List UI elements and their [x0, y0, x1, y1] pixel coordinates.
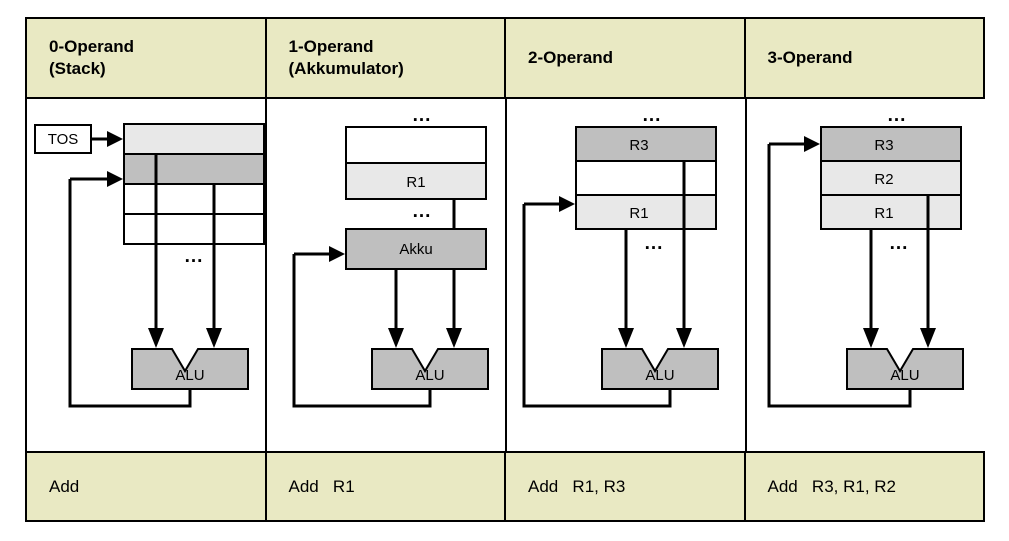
register-label-r1: R1 [629, 205, 648, 222]
register-label-r2: R2 [874, 171, 893, 188]
register-cell-r3 [575, 126, 717, 163]
register-ellipsis-bottom: ... [645, 233, 664, 254]
alu-feedback-path [68, 179, 192, 408]
alu-feedback-path [292, 254, 432, 408]
r1-to-alu-arrowhead [863, 328, 879, 349]
alu-label: ALU [175, 367, 204, 384]
register-ellipsis-bottom: ... [413, 201, 432, 222]
stack-cell-2 [123, 183, 265, 216]
operand-format-table: 0-Operand (Stack) 1-Operand (Akkumulator… [25, 17, 985, 522]
instruction-label-three-operand: Add R3, R1, R2 [767, 476, 897, 496]
stack-ellipsis: ... [185, 246, 204, 267]
diagram-cell-one-operand: ... R1 ... Akku ALU [267, 99, 507, 452]
alu-label: ALU [645, 367, 674, 384]
accumulator-box [345, 228, 487, 271]
register-cell-r1 [575, 194, 717, 231]
register-ellipsis-top: ... [413, 105, 432, 126]
three-operand-machine-diagram: ... R3 R2 R1 ... ALU [767, 105, 964, 408]
diagram-cell-three-operand: ... R3 R2 R1 ... ALU [747, 99, 985, 452]
alu-label: ALU [890, 367, 919, 384]
instruction-cell-one-operand: Add R1 [266, 453, 506, 520]
alu-shape [371, 348, 489, 391]
stack-machine-diagram: TOS ... ALU [34, 123, 265, 408]
header-label-three-operand: 3-Operand [767, 47, 853, 67]
tos-arrowhead [107, 131, 123, 148]
alu-feedback-arrowhead [107, 171, 123, 188]
register-to-alu-arrowhead [446, 328, 462, 349]
register-label-r3: R3 [874, 137, 893, 154]
register-ellipsis-bottom: ... [890, 233, 909, 254]
table-instruction-row: Add Add R1 Add R1, R3 Add R3, R1, R2 [27, 453, 983, 520]
diagram-cell-two-operand: ... R3 R1 ... ALU [507, 99, 747, 452]
alu-feedback-arrowhead [804, 136, 820, 153]
register-cell-r1 [820, 194, 962, 231]
table-header-row: 0-Operand (Stack) 1-Operand (Akkumulator… [27, 19, 983, 100]
register-label-r3: R3 [629, 137, 648, 154]
alu-shape [131, 348, 249, 391]
header-cell-one-operand: 1-Operand (Akkumulator) [266, 19, 506, 98]
stack-cell-0 [123, 123, 265, 156]
instruction-cell-two-operand: Add R1, R3 [506, 453, 746, 520]
r1-to-alu-arrowhead [618, 328, 634, 349]
two-operand-machine-diagram: ... R3 R1 ... ALU [522, 105, 719, 408]
alu-feedback-path [522, 204, 672, 408]
alu-shape [601, 348, 719, 391]
register-cell-blank [575, 160, 717, 197]
instruction-cell-zero-operand: Add [27, 453, 267, 520]
r2-to-alu-arrowhead [920, 328, 936, 349]
tos-pointer-box [34, 124, 92, 155]
instruction-label-zero-operand: Add [49, 476, 80, 496]
header-label-two-operand: 2-Operand [528, 47, 614, 67]
alu-shape [846, 348, 964, 391]
register-ellipsis-top: ... [888, 105, 907, 126]
accumulator-to-alu-arrowhead [388, 328, 404, 349]
register-cell-r3 [820, 126, 962, 163]
accumulator-label: Akku [399, 241, 432, 258]
table-diagram-row: TOS ... ALU ... [27, 99, 985, 454]
header-cell-three-operand: 3-Operand [745, 19, 983, 98]
header-cell-zero-operand: 0-Operand (Stack) [27, 19, 267, 98]
alu-feedback-arrowhead [329, 246, 345, 263]
instruction-label-one-operand: Add R1 [288, 476, 355, 496]
header-label-zero-operand: 0-Operand (Stack) [49, 36, 135, 79]
instruction-label-two-operand: Add R1, R3 [528, 476, 626, 496]
alu-feedback-path [767, 144, 912, 408]
stack-cell-1 [123, 153, 265, 186]
register-cell-r1 [345, 162, 487, 201]
tos-pointer-label: TOS [48, 131, 79, 148]
diagram-cell-zero-operand: TOS ... ALU [27, 99, 267, 452]
alu-feedback-arrowhead [559, 196, 575, 213]
register-ellipsis-top: ... [643, 105, 662, 126]
register-label-r1: R1 [874, 205, 893, 222]
operand-arrowhead-left [148, 328, 164, 349]
instruction-cell-three-operand: Add R3, R1, R2 [745, 453, 983, 520]
stack-cell-3 [123, 213, 265, 246]
register-cell-0 [345, 126, 487, 165]
accumulator-machine-diagram: ... R1 ... Akku ALU [292, 105, 489, 408]
register-label-r1: R1 [406, 174, 425, 191]
header-cell-two-operand: 2-Operand [506, 19, 746, 98]
register-cell-r2 [820, 160, 962, 197]
r3-to-alu-arrowhead [676, 328, 692, 349]
header-label-one-operand: 1-Operand (Akkumulator) [288, 36, 404, 79]
alu-label: ALU [415, 367, 444, 384]
operand-arrowhead-right [206, 328, 222, 349]
